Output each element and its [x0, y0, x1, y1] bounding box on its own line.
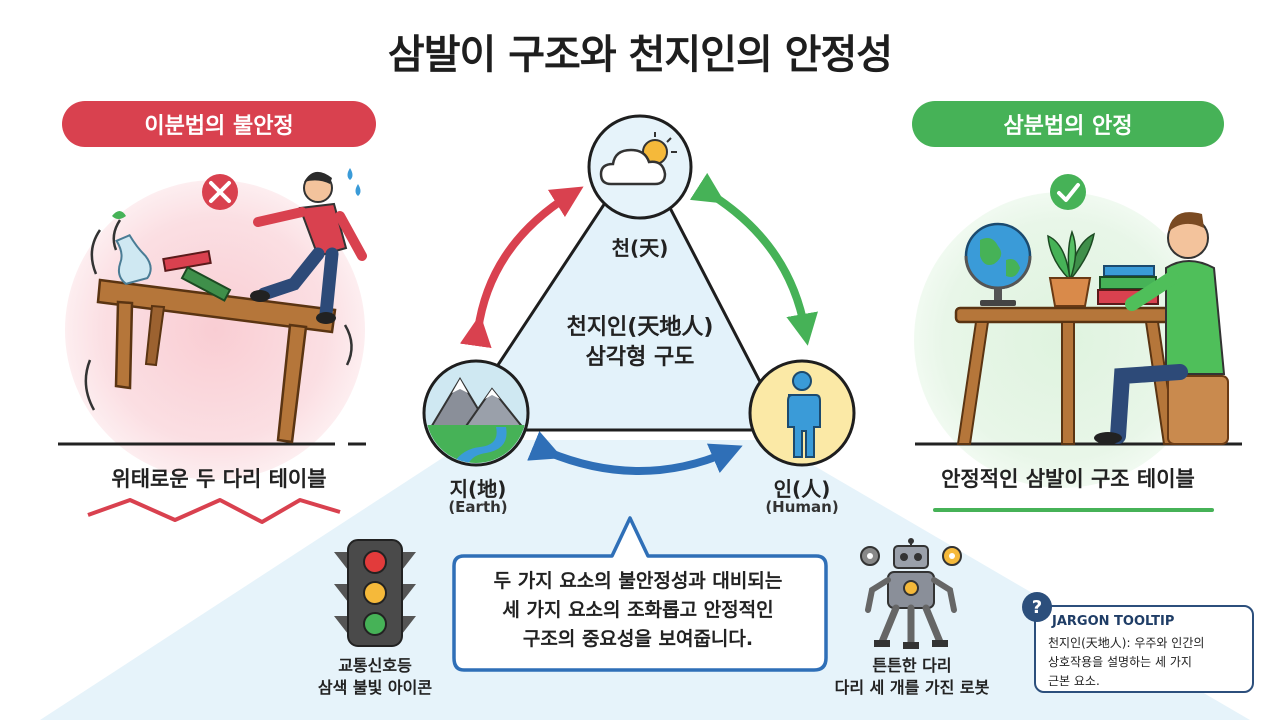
- question-mark-icon[interactable]: ?: [1022, 592, 1052, 622]
- traffic-caption-line-1: 교통신호등: [338, 656, 412, 675]
- book-icon: [180, 266, 232, 302]
- tooltip-body: 천지인(天地人): 우주와 인간의 상호작용을 설명하는 세 가지 근본 요소.: [1048, 634, 1248, 691]
- sweat-drop-icon: [347, 168, 353, 180]
- earth-node: [422, 359, 530, 467]
- heaven-label: 천(天): [611, 236, 669, 260]
- bubble-line-3: 구조의 중요성을 보여줍니다.: [522, 628, 754, 650]
- stable-pill: 삼분법의 안정: [912, 101, 1224, 147]
- globe-icon: [964, 222, 1032, 306]
- plant-icon: [1047, 229, 1096, 307]
- human-label: 인(人): [773, 477, 831, 501]
- cloud-sun-icon: [599, 132, 677, 186]
- robot-caption-line-1: 튼튼한 다리: [872, 656, 952, 675]
- sitting-person-icon: [1094, 212, 1226, 444]
- stable-table-illustration: [954, 174, 1229, 445]
- tooltip-title: JARGON TOOLTIP: [1052, 614, 1175, 629]
- tooltip-line-2: 상호작용을 설명하는 세 가지: [1048, 655, 1192, 669]
- earth-sub: (Earth): [448, 498, 508, 516]
- left-caption: 위태로운 두 다리 테이블: [111, 467, 327, 491]
- bubble-line-1: 두 가지 요소의 불안정성과 대비되는: [493, 570, 783, 592]
- triangle-center-text: 천지인(天地人) 삼각형 구도: [520, 313, 760, 373]
- table-leg: [144, 304, 166, 367]
- wobbly-table-illustration: [84, 168, 367, 444]
- leaf-icon: [112, 211, 126, 219]
- check-circle-icon: [1050, 174, 1086, 210]
- blue-arrow: [527, 431, 743, 475]
- sweat-drop-icon: [355, 184, 361, 196]
- bubble-text: 두 가지 요소의 불안정성과 대비되는 세 가지 요소의 조화롭고 안정적인 구…: [462, 567, 814, 654]
- vase-icon: [115, 234, 152, 285]
- seat-box: [1167, 375, 1229, 445]
- person-icon: [787, 371, 821, 458]
- tooltip-line-1: 천지인(天地人): 우주와 인간의: [1048, 636, 1205, 650]
- robot-icon: [860, 538, 962, 649]
- traffic-light-icon: [334, 539, 416, 647]
- jargon-tooltip: [1034, 605, 1254, 693]
- table-leg: [114, 300, 134, 390]
- table-leg: [276, 323, 308, 444]
- traffic-caption-line-2: 삼색 불빛 아이콘: [317, 678, 433, 697]
- robot-caption-line-2: 다리 세 개를 가진 로봇: [834, 678, 990, 697]
- motion-mark: [90, 229, 102, 275]
- heaven-node: [587, 114, 693, 220]
- motion-mark: [84, 359, 96, 411]
- motion-mark: [343, 324, 353, 366]
- x-circle-icon: [202, 174, 238, 210]
- table-leg: [1061, 321, 1075, 445]
- robot-caption: 튼튼한 다리 다리 세 개를 가진 로봇: [812, 655, 1012, 699]
- falling-person-icon: [250, 171, 367, 324]
- unstable-pill: 이분법의 불안정: [62, 101, 376, 147]
- right-caption: 안정적인 삼발이 구조 테이블: [941, 467, 1195, 491]
- red-arrow: [459, 186, 584, 349]
- green-arrow: [689, 172, 818, 346]
- human-node: [748, 359, 856, 467]
- traffic-light-caption: 교통신호등 삼색 불빛 아이콘: [295, 655, 455, 699]
- motion-mark: [112, 219, 122, 251]
- earth-label: 지(地): [449, 477, 507, 501]
- bubble-line-2: 세 가지 요소의 조화롭고 안정적인: [502, 599, 774, 621]
- tooltip-line-3: 근본 요소.: [1048, 674, 1100, 688]
- speech-bubble: [452, 516, 828, 672]
- red-zigzag: [87, 498, 341, 524]
- human-sub: (Human): [765, 498, 839, 516]
- table-leg: [956, 321, 990, 445]
- center-line-1: 천지인(天地人): [566, 315, 714, 340]
- center-line-2: 삼각형 구도: [585, 345, 695, 370]
- page-title: 삼발이 구조와 천지인의 안정성: [387, 32, 893, 78]
